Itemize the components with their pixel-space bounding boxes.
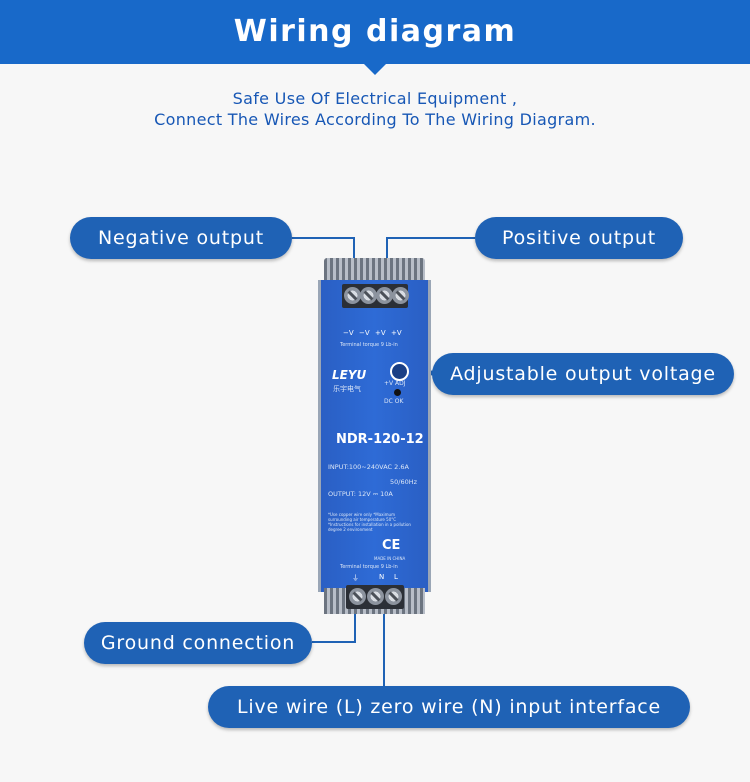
device-front-panel xyxy=(318,280,431,592)
voltage-adjust-knob[interactable] xyxy=(390,362,409,381)
terminal-screw-icon xyxy=(360,287,377,304)
fine-print: *Use copper wire only *Maximum surroundi… xyxy=(328,512,411,532)
ground-connection-label: Ground connection xyxy=(84,622,312,664)
input-terminal-label: ⏚ xyxy=(352,574,359,582)
adjustable-output-voltage-label: Adjustable output voltage xyxy=(432,353,734,395)
output-terminal-label: −V xyxy=(343,329,354,337)
top-vent xyxy=(324,258,425,284)
torque-note: Terminal torque 9 Lb-in xyxy=(340,342,398,348)
subtitle-line-2: Connect The Wires According To The Wirin… xyxy=(154,110,596,129)
positive-output-label: Positive output xyxy=(475,217,683,259)
input-terminal-label: L xyxy=(394,573,398,581)
input-interface-label: Live wire (L) zero wire (N) input interf… xyxy=(208,686,690,728)
terminal-screw-icon xyxy=(385,588,402,605)
dc-ok-led xyxy=(394,389,401,396)
terminal-screw-icon xyxy=(344,287,361,304)
terminal-screw-icon xyxy=(367,588,384,605)
input-terminal-label: N xyxy=(379,573,385,581)
brand-logo: LEYU xyxy=(332,368,367,382)
output-terminal-block xyxy=(342,284,409,308)
output-spec: OUTPUT: 12V ⎓ 10A xyxy=(328,490,393,498)
terminal-screw-icon xyxy=(376,287,393,304)
model-number: NDR-120-12 xyxy=(336,432,424,447)
input-terminal-block xyxy=(346,585,404,609)
adj-label: +V ADJ xyxy=(384,380,406,387)
output-terminal-label: −V xyxy=(359,329,370,337)
negative-output-label: Negative output xyxy=(70,217,292,259)
ce-mark: CE xyxy=(382,538,401,553)
header-banner xyxy=(0,0,750,64)
header-notch xyxy=(363,63,387,75)
power-supply-device: −V −V +V +V Terminal torque 9 Lb-in LEYU… xyxy=(318,258,431,614)
subtitle-line-1: Safe Use Of Electrical Equipment , xyxy=(232,89,518,108)
led-label: DC OK xyxy=(384,398,404,405)
page-title: Wiring diagram xyxy=(233,14,517,49)
made-in: MADE IN CHINA xyxy=(374,556,406,561)
bottom-torque-note: Terminal torque 9 Lb-in xyxy=(340,564,398,570)
terminal-screw-icon xyxy=(349,588,366,605)
brand-chinese: 乐宇电气 xyxy=(333,385,361,393)
output-terminal-label: +V xyxy=(375,329,386,337)
output-terminal-label: +V xyxy=(391,329,402,337)
terminal-screw-icon xyxy=(392,287,409,304)
frequency-spec: 50/60Hz xyxy=(390,478,418,486)
input-spec: INPUT:100~240VAC 2.6A xyxy=(328,463,409,471)
